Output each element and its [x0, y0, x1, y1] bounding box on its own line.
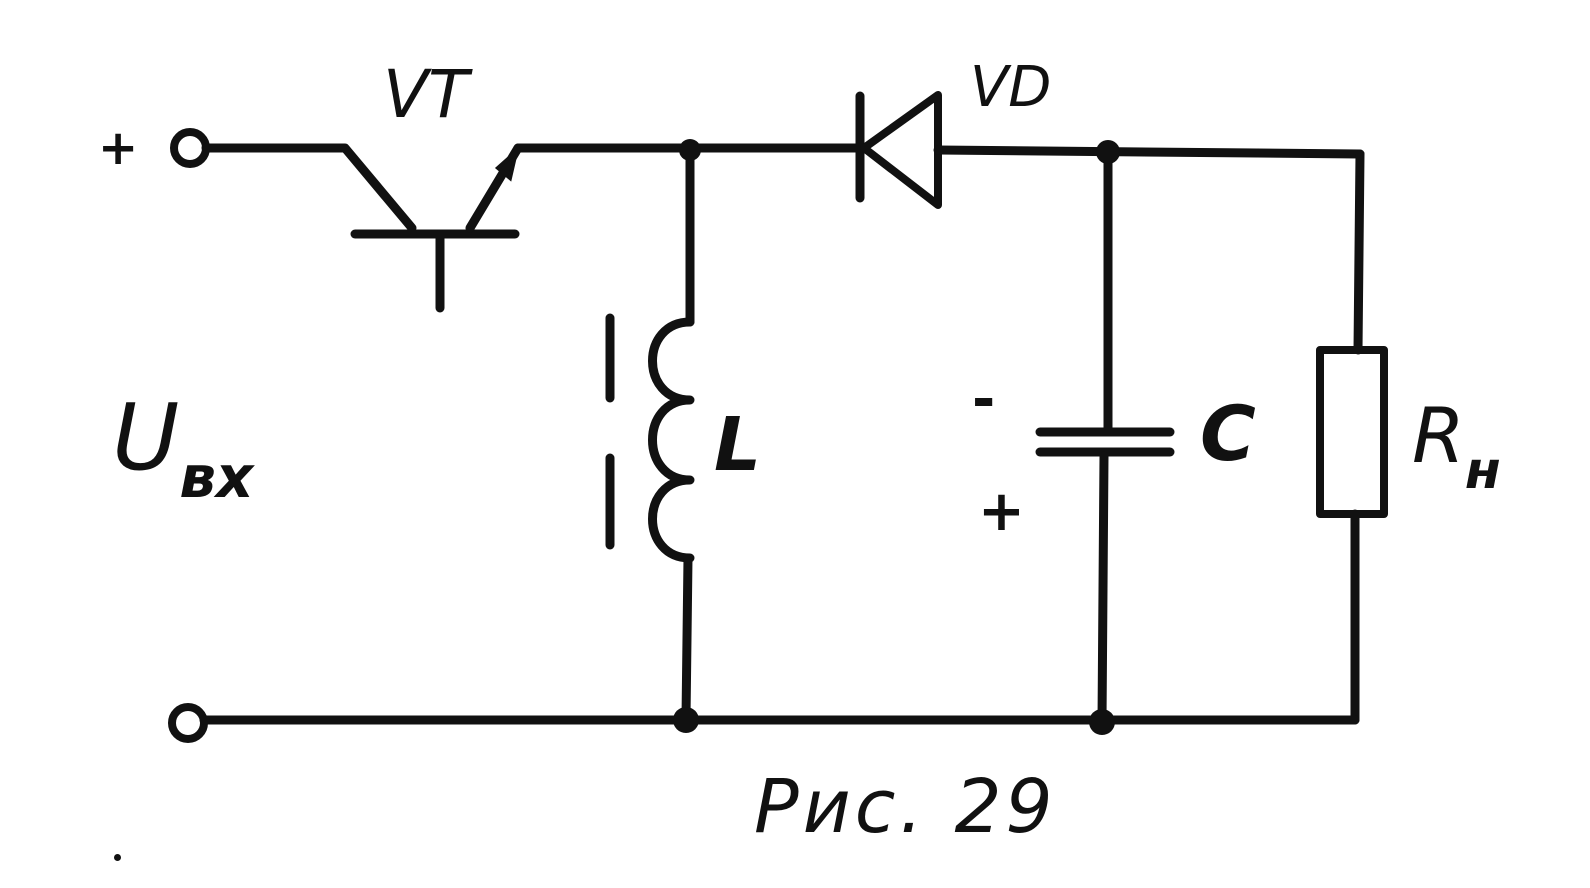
wire-capacitor-bottom — [1097, 451, 1109, 727]
junction-dot-top-left — [679, 139, 701, 161]
transistor-emitter-arrow — [494, 146, 520, 182]
stray-dot — [114, 854, 121, 861]
transistor-label: VT — [383, 56, 469, 133]
capacitor-minus-label: - — [972, 367, 996, 432]
wire-diode-to-load — [933, 145, 1365, 159]
junction-dot-bottom-right — [1089, 709, 1115, 735]
wire-inductor-bottom — [681, 553, 693, 723]
diode-triangle — [860, 91, 942, 209]
junction-dot-bottom-left — [673, 707, 699, 733]
resistor-rn — [1316, 346, 1388, 518]
input-plus-label: + — [98, 120, 139, 176]
wire-resistor-top — [1353, 149, 1365, 355]
capacitor-plus-label: + — [978, 479, 1025, 544]
load-resistor-label: Rн — [1412, 398, 1501, 498]
load-resistor-symbol: R — [1412, 391, 1465, 480]
input-voltage-subscript: вх — [179, 443, 254, 511]
junction-dot-top-right — [1096, 140, 1120, 164]
diode-label: VD — [970, 55, 1052, 120]
input-terminal-bottom — [168, 703, 208, 743]
inductor-label: L — [714, 402, 762, 488]
input-voltage-label: Uвх — [112, 392, 253, 507]
load-resistor-subscript: н — [1464, 441, 1501, 501]
inductor-coil — [648, 317, 695, 563]
diode-vd — [855, 91, 942, 209]
wire-input-to-collector — [201, 143, 417, 233]
capacitor-label: C — [1200, 389, 1256, 478]
transistor-vt — [350, 143, 523, 313]
input-voltage-symbol: U — [112, 384, 180, 491]
input-terminal-top — [170, 128, 210, 168]
figure-caption: Рис. 29 — [754, 764, 1057, 850]
